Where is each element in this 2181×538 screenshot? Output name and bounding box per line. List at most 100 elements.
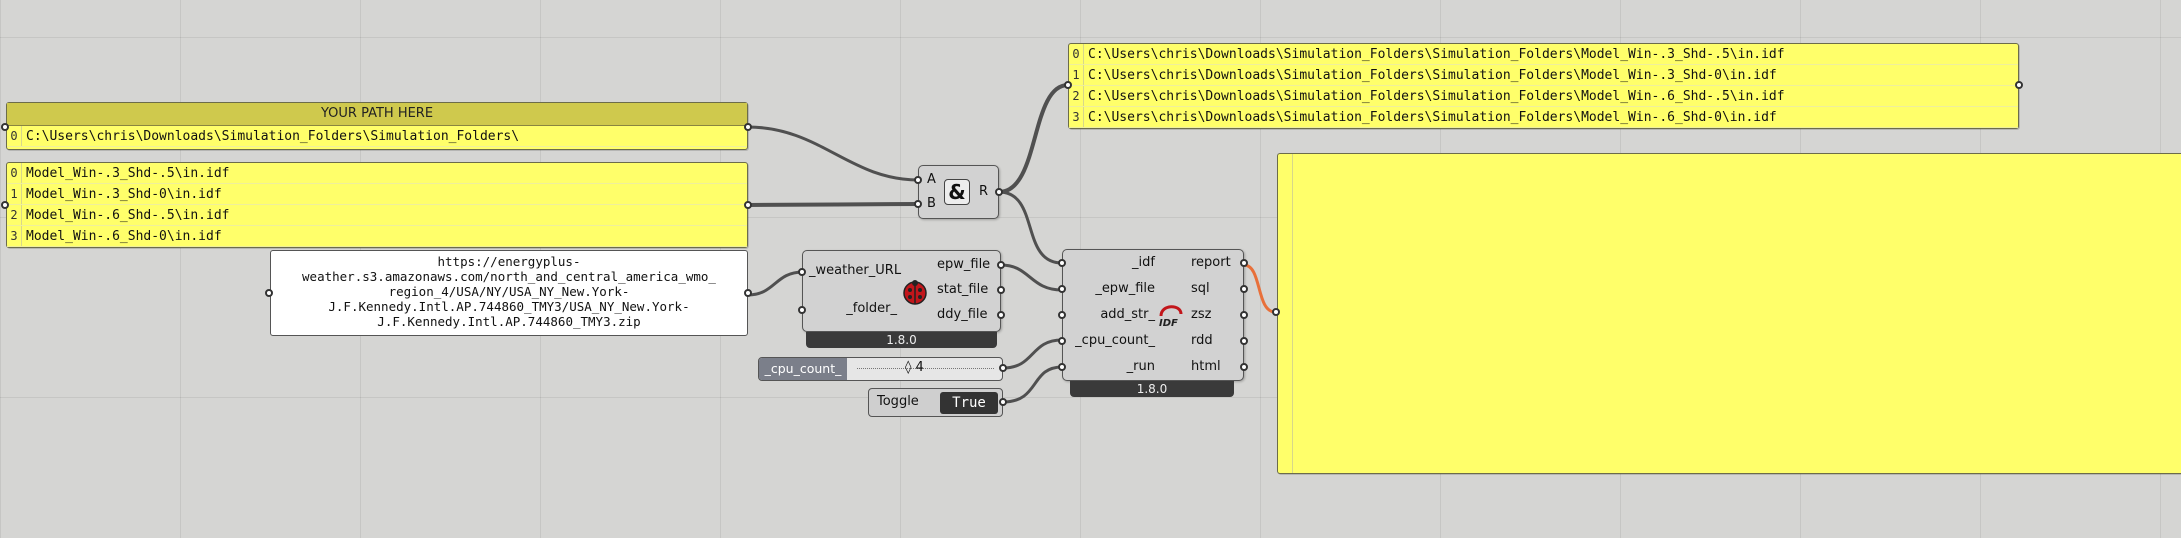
- download-weather-component[interactable]: _weather_URL _folder_ epw_file stat_file…: [802, 250, 1001, 332]
- result-panel-input-port[interactable]: [1064, 81, 1072, 89]
- list-item: 3 C:\Users\chris\Downloads\Simulation_Fol…: [1069, 107, 2018, 128]
- epw-file-output-port[interactable]: [997, 261, 1005, 269]
- report-panel-input-port[interactable]: [1272, 308, 1280, 316]
- weather-url-input-port[interactable]: [798, 268, 806, 276]
- idf-input-label: _idf: [1132, 255, 1155, 270]
- cpu-count-input-port[interactable]: [1058, 337, 1066, 345]
- path-panel-input-port[interactable]: [1, 123, 9, 131]
- slider-value[interactable]: ◊ 4: [905, 360, 924, 375]
- row-text: Model_Win-.6_Shd-.5\in.idf: [26, 208, 230, 223]
- epw-file-output-label: epw_file: [937, 257, 991, 272]
- weather-url-input-label: _weather_URL: [809, 263, 902, 278]
- toggle-output-port[interactable]: [999, 398, 1007, 406]
- path-panel-output-port[interactable]: [744, 123, 752, 131]
- html-output-port[interactable]: [1240, 363, 1248, 371]
- row-index: 0: [7, 163, 22, 183]
- run-toggle[interactable]: Toggle True: [868, 388, 1003, 417]
- wire-result-to-panel: [998, 83, 1069, 194]
- url-line: J.F.Kennedy.Intl.AP.744860_TMY3.zip: [377, 314, 641, 329]
- ddy-file-output-label: ddy_file: [937, 307, 988, 322]
- row-text: Model_Win-.3_Shd-0\in.idf: [26, 187, 222, 202]
- toggle-value[interactable]: True: [940, 392, 998, 414]
- ladybug-icon: [901, 278, 929, 310]
- energyplus-idf-icon: IDF: [1155, 300, 1187, 332]
- add-str-input-label: add_str_: [1100, 307, 1155, 322]
- epw-file-input-label: _epw_file: [1095, 281, 1155, 296]
- cpu-count-slider[interactable]: _cpu_count_ ◊ 4: [758, 357, 1003, 381]
- concat-input-a-port[interactable]: [914, 176, 922, 184]
- run-idf-component[interactable]: _idf _epw_file add_str_ _cpu_count_ _run…: [1062, 249, 1244, 381]
- row-index: 3: [1069, 107, 1084, 127]
- url-line: region_4/USA/NY/USA_NY_New.York-: [388, 284, 630, 299]
- row-index: 2: [7, 205, 22, 225]
- list-item: 2 Model_Win-.6_Shd-.5\in.idf: [7, 205, 747, 226]
- zsz-output-port[interactable]: [1240, 311, 1248, 319]
- concatenate-component[interactable]: A B & R: [918, 165, 999, 219]
- folder-input-port[interactable]: [798, 306, 806, 314]
- weather-url-panel[interactable]: https://energyplus- weather.s3.amazonaws…: [270, 250, 748, 336]
- result-panel-output-port[interactable]: [2015, 81, 2023, 89]
- sql-output-port[interactable]: [1240, 285, 1248, 293]
- url-line: J.F.Kennedy.Intl.AP.744860_TMY3/USA_NY_N…: [328, 299, 690, 314]
- wire-epw-to-idf: [1000, 263, 1063, 292]
- slider-label: _cpu_count_: [759, 358, 847, 380]
- url-line: https://energyplus-: [437, 254, 581, 269]
- add-str-input-port[interactable]: [1058, 311, 1066, 319]
- list-item: 2 C:\Users\chris\Downloads\Simulation_Fol…: [1069, 86, 2018, 107]
- wire-report-to-panel: [1243, 263, 1276, 314]
- row-text: Model_Win-.6_Shd-0\in.idf: [26, 229, 222, 244]
- wire-slider-to-cpu: [1002, 338, 1063, 370]
- row-index: 0: [1069, 44, 1084, 64]
- folder-input-label: _folder_: [846, 301, 897, 316]
- row-index: 1: [1069, 65, 1084, 85]
- row-text: C:\Users\chris\Downloads\Simulation_Fold…: [1088, 110, 1777, 125]
- weather-version-label: 1.8.0: [806, 332, 997, 348]
- rdd-output-port[interactable]: [1240, 337, 1248, 345]
- list-item: 1 C:\Users\chris\Downloads\Simulation_Fol…: [1069, 65, 2018, 86]
- model-panel-output-port[interactable]: [744, 201, 752, 209]
- cpu-count-input-label: _cpu_count_: [1075, 333, 1155, 348]
- row-index: 2: [1069, 86, 1084, 106]
- epw-file-input-port[interactable]: [1058, 285, 1066, 293]
- row-text: Model_Win-.3_Shd-.5\in.idf: [26, 166, 230, 181]
- model-panel-input-port[interactable]: [1, 201, 9, 209]
- url-panel-output-port[interactable]: [744, 289, 752, 297]
- ampersand-icon: &: [944, 179, 970, 205]
- report-panel[interactable]: [1277, 153, 2181, 474]
- report-output-port[interactable]: [1240, 259, 1248, 267]
- input-a-label: A: [927, 172, 936, 187]
- ddy-file-output-port[interactable]: [997, 311, 1005, 319]
- sql-output-label: sql: [1191, 281, 1210, 296]
- wire-models-to-b: [747, 202, 919, 207]
- wire-toggle-to-run: [1002, 365, 1063, 404]
- stat-file-output-port[interactable]: [997, 286, 1005, 294]
- idf-input-port[interactable]: [1058, 259, 1066, 267]
- list-item: 3 Model_Win-.6_Shd-0\in.idf: [7, 226, 747, 247]
- rdd-output-label: rdd: [1191, 333, 1213, 348]
- input-b-label: B: [927, 196, 936, 211]
- slider-output-port[interactable]: [999, 364, 1007, 372]
- stat-file-output-label: stat_file: [937, 282, 989, 297]
- run-input-port[interactable]: [1058, 363, 1066, 371]
- html-output-label: html: [1191, 359, 1221, 374]
- idf-icon-text: IDF: [1159, 318, 1178, 329]
- list-item: 0 Model_Win-.3_Shd-.5\in.idf: [7, 163, 747, 184]
- slider-track[interactable]: [857, 368, 994, 369]
- concat-output-r-port[interactable]: [995, 188, 1003, 196]
- list-item: 0 C:\Users\chris\Downloads\Simulation_Fol…: [1069, 44, 2018, 65]
- row-index: 3: [7, 226, 22, 246]
- row-text: C:\Users\chris\Downloads\Simulation_Fold…: [1088, 68, 1777, 83]
- url-line: weather.s3.amazonaws.com/north_and_centr…: [302, 269, 716, 284]
- row-text: C:\Users\chris\Downloads\Simulation_Fold…: [1088, 47, 1785, 62]
- concat-input-b-port[interactable]: [914, 200, 922, 208]
- path-panel-title: YOUR PATH HERE: [7, 103, 747, 126]
- run-idf-version-label: 1.8.0: [1070, 381, 1234, 397]
- wire-url-to-weather: [747, 270, 804, 297]
- url-panel-input-port[interactable]: [265, 289, 273, 297]
- row-text: C:\Users\chris\Downloads\Simulation_Fold…: [1088, 89, 1785, 104]
